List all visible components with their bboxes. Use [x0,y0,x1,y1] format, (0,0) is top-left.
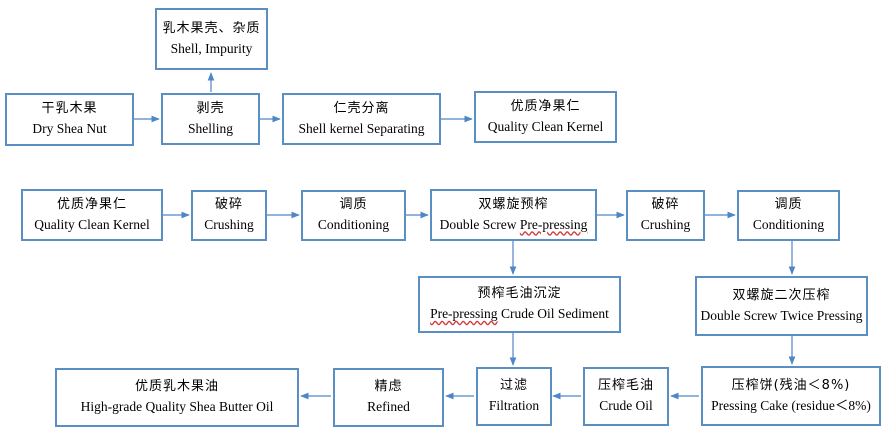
node-filtration: 过滤 Filtration [476,367,552,426]
node-zh-label: 优质净果仁 [510,98,581,114]
node-en-label: High-grade Quality Shea Butter Oil [80,399,274,415]
node-quality-clean-kernel-1: 优质净果仁 Quality Clean Kernel [474,91,617,143]
node-crushing-1: 破碎 Crushing [191,190,267,241]
node-en-label: Double Screw Pre-pressing [440,215,588,235]
node-crude-oil: 压榨毛油 Crude Oil [583,367,669,426]
node-conditioning-1: 调质 Conditioning [301,190,406,241]
node-en-label: Shell, Impurity [170,40,253,56]
node-double-screw-prepressing: 双螺旋预榨 Double Screw Pre-pressing [430,189,597,241]
node-crushing-2: 破碎 Crushing [626,190,705,241]
node-en-label: Shell kernel Separating [298,120,425,136]
node-en-label: Pre-pressing Crude Oil Sediment [430,304,609,324]
spellcheck-word: Pre-pressing [519,216,588,232]
node-en-label: Conditioning [752,217,825,233]
node-en-label: Conditioning [317,217,390,233]
node-conditioning-2: 调质 Conditioning [737,190,840,241]
spellcheck-word: Pre-pressing [430,306,498,322]
node-en-label: Double Screw Twice Pressing [700,307,863,323]
node-zh-label: 优质乳木果油 [134,379,219,395]
node-zh-label: 双螺旋二次压榨 [732,287,831,303]
node-en-label: Quality Clean Kernel [34,216,150,232]
node-en-label: Refined [367,399,410,415]
node-zh-label: 干乳木果 [41,101,98,117]
node-en-label: Filtration [488,398,540,414]
node-quality-clean-kernel-2: 优质净果仁 Quality Clean Kernel [21,189,163,241]
node-en-label: Crushing [640,217,691,233]
node-zh-label: 优质净果仁 [56,196,127,212]
node-zh-label: 调质 [339,197,368,213]
node-en-label: Crude Oil [599,398,653,414]
node-zh-label: 破碎 [214,197,243,213]
node-zh-label: 仁壳分离 [333,100,390,116]
node-pressing-cake: 压榨饼(残油＜8%) Pressing Cake (residue＜8%) [701,366,881,426]
node-en-part: Double Screw [439,216,520,232]
node-zh-label: 剥壳 [196,100,225,116]
node-zh-label: 双螺旋预榨 [478,196,549,212]
node-zh-label: 过滤 [499,378,528,394]
node-zh-label: 压榨饼(残油＜8%) [731,377,851,393]
node-zh-label: 精虑 [374,379,403,395]
node-en-label: Dry Shea Nut [32,121,107,137]
node-high-grade-shea-butter-oil: 优质乳木果油 High-grade Quality Shea Butter Oi… [55,368,299,427]
node-en-label: Pressing Cake (residue＜8%) [711,397,871,413]
node-en-label: Quality Clean Kernel [487,118,604,134]
node-en-part: Crude Oil Sediment [497,306,609,322]
node-zh-label: 乳木果壳、杂质 [162,20,261,36]
node-shelling: 剥壳 Shelling [161,93,260,145]
node-shell-impurity: 乳木果壳、杂质 Shell, Impurity [155,8,268,70]
node-en-label: Shelling [187,120,233,136]
node-dry-shea-nut: 干乳木果 Dry Shea Nut [5,93,134,146]
node-zh-label: 预榨毛油沉淀 [477,286,562,302]
node-refined: 精虑 Refined [333,368,444,427]
node-double-screw-twice-pressing: 双螺旋二次压榨 Double Screw Twice Pressing [695,276,868,336]
node-zh-label: 压榨毛油 [597,378,654,394]
node-zh-label: 破碎 [651,197,680,213]
node-zh-label: 调质 [774,197,803,213]
node-shell-kernel-separating: 仁壳分离 Shell kernel Separating [282,93,441,145]
node-prepressing-crude-oil-sediment: 预榨毛油沉淀 Pre-pressing Crude Oil Sediment [418,276,621,333]
node-en-label: Crushing [204,217,254,233]
